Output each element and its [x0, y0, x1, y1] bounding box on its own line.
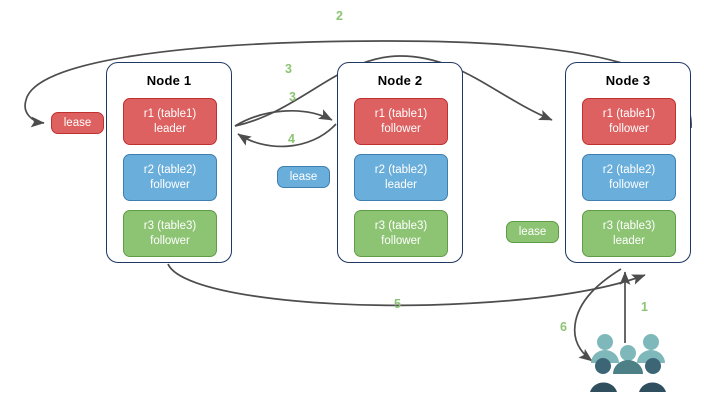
edge-3-to-node3: [234, 55, 553, 127]
node-title: Node 3: [605, 73, 651, 88]
replica-r3-node2[interactable]: r3 (table3) follower: [354, 210, 448, 257]
replica-role: follower: [609, 122, 649, 135]
replica-r3-node1[interactable]: r3 (table3) follower: [123, 210, 217, 257]
replica-r1-node3[interactable]: r1 (table1) follower: [582, 98, 676, 145]
replica-role: leader: [154, 122, 186, 135]
replica-name: r1 (table1): [602, 108, 656, 121]
replica-r1-node2[interactable]: r1 (table1) follower: [354, 98, 448, 145]
edge-label-3-lower: 3: [289, 90, 296, 104]
replica-name: r3 (table3): [374, 220, 428, 233]
replica-name: r1 (table1): [143, 108, 197, 121]
edge-label-6: 6: [560, 320, 567, 334]
lease-badge-blue[interactable]: lease: [277, 166, 330, 188]
replica-role: follower: [381, 234, 421, 247]
replica-r1-node1[interactable]: r1 (table1) leader: [123, 98, 217, 145]
edge-6-client-response: [573, 268, 622, 362]
replica-role: follower: [381, 122, 421, 135]
replica-name: r2 (table2): [374, 164, 428, 177]
edge-3-to-node2: [234, 109, 333, 127]
edge-label-1: 1: [641, 300, 648, 314]
replica-role: follower: [609, 178, 649, 191]
lease-badge-green[interactable]: lease: [506, 221, 559, 243]
edge-4-ack: [237, 123, 337, 148]
replica-r2-node2[interactable]: r2 (table2) leader: [354, 154, 448, 201]
replica-name: r3 (table3): [143, 220, 197, 233]
node-container-node3[interactable]: Node 3 r1 (table1) follower r2 (table2) …: [565, 62, 691, 263]
lease-badge-red[interactable]: lease: [51, 112, 104, 134]
replica-name: r2 (table2): [143, 164, 197, 177]
node-title: Node 2: [377, 73, 423, 88]
replica-role: leader: [613, 234, 645, 247]
replica-r3-node3[interactable]: r3 (table3) leader: [582, 210, 676, 257]
replica-role: follower: [150, 234, 190, 247]
node-container-node1[interactable]: Node 1 r1 (table1) leader r2 (table2) fo…: [106, 62, 232, 263]
replica-r2-node3[interactable]: r2 (table2) follower: [582, 154, 676, 201]
edge-label-3-upper: 3: [285, 62, 292, 76]
node-title: Node 1: [146, 73, 192, 88]
replica-name: r2 (table2): [602, 164, 656, 177]
replica-role: follower: [150, 178, 190, 191]
replica-role: leader: [385, 178, 417, 191]
edge-label-5: 5: [394, 297, 401, 311]
replica-name: r3 (table3): [602, 220, 656, 233]
users-icon: [590, 334, 666, 392]
replica-r2-node1[interactable]: r2 (table2) follower: [123, 154, 217, 201]
edge-label-4: 4: [288, 132, 295, 146]
node-container-node2[interactable]: Node 2 r1 (table1) follower r2 (table2) …: [337, 62, 463, 263]
edge-5-response: [167, 263, 646, 307]
edge-label-2: 2: [336, 9, 343, 23]
replica-name: r1 (table1): [374, 108, 428, 121]
